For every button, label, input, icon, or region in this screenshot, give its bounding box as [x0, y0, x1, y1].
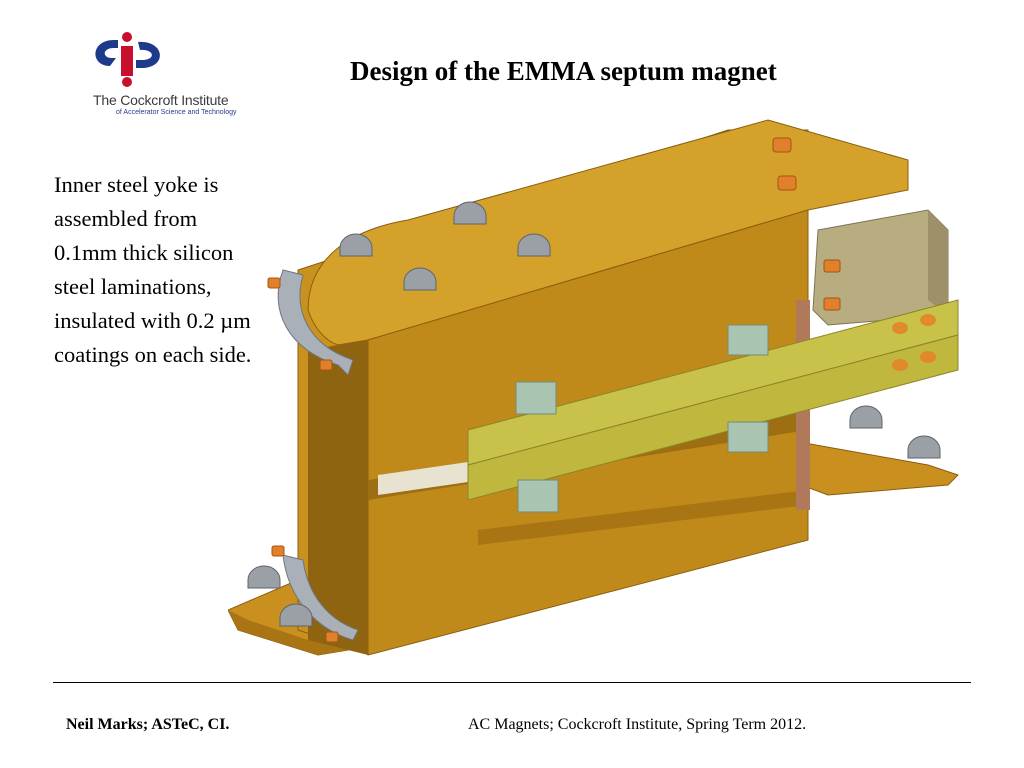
cockcroft-logo-mark	[95, 32, 160, 87]
body-text: Inner steel yoke is assembled from 0.1mm…	[54, 172, 252, 367]
footer-divider	[53, 682, 971, 683]
cockcroft-institute-logo: The Cockcroft Institute of Accelerator S…	[90, 28, 245, 120]
footer-course: AC Magnets; Cockcroft Institute, Spring …	[468, 716, 807, 733]
septum-magnet-illustration	[227, 110, 968, 668]
slide-title: Design of the EMMA septum magnet	[350, 56, 777, 86]
logo-subtitle: of Accelerator Science and Technology	[116, 109, 237, 116]
footer-author: Neil Marks; ASTeC, CI.	[66, 716, 230, 733]
logo-name: The Cockcroft Institute	[93, 92, 229, 108]
